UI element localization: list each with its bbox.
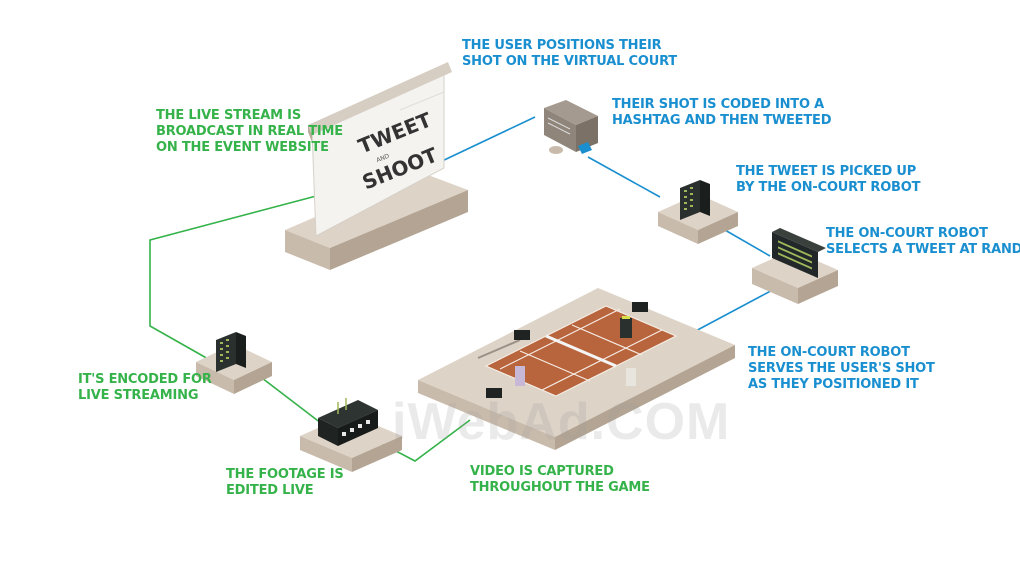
step-label-live-stream: THE LIVE STREAM IS BROADCAST IN REAL TIM… [156,108,343,155]
robot-platform-1 [658,180,738,244]
hashtag-tweet-device [544,100,598,154]
encoder-platform [196,332,272,394]
robot-platform-2 [752,228,838,304]
bird-icon [578,142,592,154]
step-label-user-positions: THE USER POSITIONS THEIR SHOT ON THE VIR… [462,38,677,69]
step-label-encoded-streaming: IT'S ENCODED FOR LIVE STREAMING [78,372,212,403]
editor-platform [300,398,402,472]
court-camera-2 [486,388,502,398]
step-label-serves-shot: THE ON-COURT ROBOT SERVES THE USER'S SHO… [748,345,935,392]
green-connector-encoder-to-screen [149,194,321,361]
watermark: iWebAd.COM [392,393,731,451]
step-label-footage-edited: THE FOOTAGE IS EDITED LIVE [226,467,344,498]
player-figure-2 [626,368,636,386]
blue-connector-hashtag-to-robot1 [587,156,661,198]
step-label-selects-tweet: THE ON-COURT ROBOT SELECTS A TWEET AT RA… [826,226,1020,257]
step-label-coded-hashtag: THEIR SHOT IS CODED INTO A HASHTAG AND T… [612,97,832,128]
court-camera-1 [514,330,530,340]
screen-title-mid: AND [376,153,391,165]
court-camera-3 [632,302,648,312]
screen-platform [285,172,468,270]
projection-screen: TWEET AND SHOOT [308,62,452,237]
step-label-video-captured: VIDEO IS CAPTURED THROUGHOUT THE GAME [470,464,650,495]
player-figure-1 [515,366,525,386]
step-label-tweet-picked-up: THE TWEET IS PICKED UP BY THE ON-COURT R… [736,164,921,195]
tennis-net [545,334,617,368]
tennis-court-platform [418,288,735,450]
court-robot [620,318,632,338]
blue-connector-robot2-to-court [689,285,781,335]
blue-connector-screen-to-hashtag [439,116,536,163]
